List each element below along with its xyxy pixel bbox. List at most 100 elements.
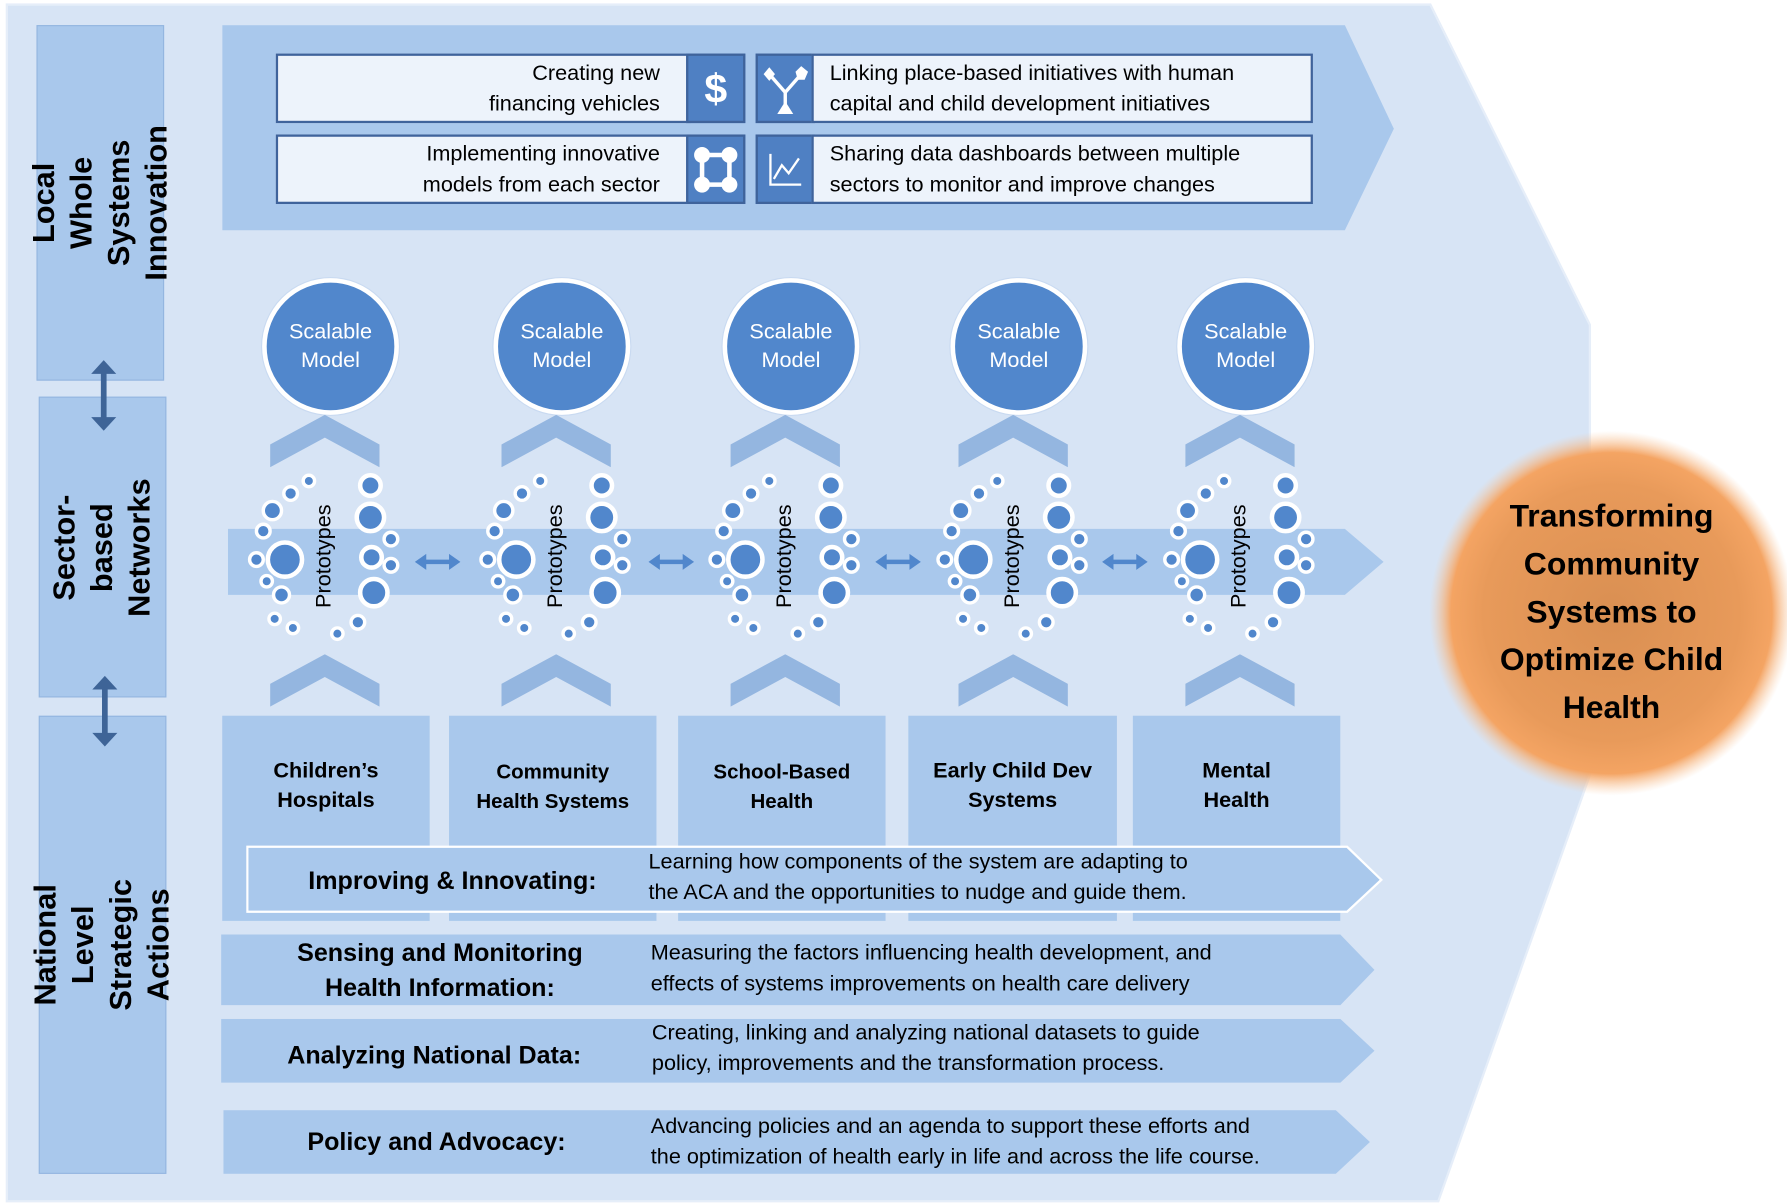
- prototype-dot: [721, 499, 744, 522]
- innovation-linking: Linking place-based initiatives with hum…: [811, 53, 1313, 124]
- action-desc-analyzing: Creating, linking and analyzing national…: [651, 1021, 1200, 1076]
- prototype-dot: [1273, 472, 1299, 499]
- scalable-model-circle: Scalable Model: [1177, 278, 1315, 415]
- prototype-dot: [1245, 626, 1260, 642]
- local-systems-band: [36, 25, 165, 381]
- prototype-dot: [1070, 556, 1088, 574]
- prototype-dot: [973, 620, 989, 636]
- prototype-dot: [761, 473, 777, 489]
- prototype-dot: [532, 473, 548, 489]
- prototype-dot: [725, 540, 765, 579]
- prototype-dot: [1180, 540, 1220, 579]
- up-chevron-icon: [501, 414, 611, 468]
- prototype-dots: [1163, 472, 1315, 642]
- prototype-dot: [1163, 551, 1181, 569]
- prototype-dot: [842, 530, 860, 548]
- prototype-dot: [357, 472, 383, 499]
- prototype-dot: [329, 626, 345, 642]
- prototype-dot: [486, 522, 504, 540]
- updown-arrow-icon: [91, 360, 117, 431]
- up-chevron-icon: [1185, 654, 1295, 707]
- prototype-dot: [589, 472, 615, 499]
- prototype-dot: [727, 611, 743, 627]
- prototype-dot: [1297, 530, 1315, 548]
- up-chevron-icon: [270, 654, 380, 707]
- innovation-dashboards: Sharing data dashboards between multiple…: [811, 134, 1313, 205]
- up-chevron-icon: [730, 414, 840, 468]
- prototype-dot: [819, 544, 845, 570]
- prototype-dot: [1197, 484, 1215, 503]
- up-chevron-icon: [501, 654, 611, 707]
- innovation-models: Implementing innovative models from each…: [275, 134, 691, 205]
- prototype-dot: [1297, 556, 1315, 574]
- outcome-circle: [1429, 430, 1787, 796]
- prototype-dot: [1186, 585, 1207, 605]
- prototypes-label: Prototypes: [772, 504, 797, 608]
- prototype-dot: [492, 499, 515, 522]
- leftright-arrow-icon: [1102, 553, 1148, 570]
- prototype-dot: [943, 522, 961, 540]
- prototype-dot: [271, 585, 292, 605]
- action-arrow-sensing: [221, 934, 1375, 1006]
- cycle-icon: [686, 134, 746, 205]
- prototype-dot: [267, 611, 283, 627]
- prototype-dot: [715, 522, 733, 540]
- prototype-dot: [955, 611, 971, 627]
- up-chevron-icon: [958, 654, 1068, 707]
- prototypes-label: Prototypes: [1000, 504, 1025, 608]
- prototype-dot: [936, 551, 954, 569]
- updown-arrow-icon: [92, 675, 118, 747]
- prototype-dots: [936, 472, 1088, 642]
- action-desc-improving: Learning how components of the system ar…: [648, 850, 1188, 905]
- prototypes-label: Prototypes: [543, 504, 568, 608]
- prototype-dot: [1273, 576, 1305, 609]
- line-chart-icon: [755, 134, 815, 205]
- prototype-dot: [1182, 611, 1198, 627]
- prototype-dot: [949, 499, 972, 522]
- prototype-dot: [1046, 472, 1072, 499]
- action-arrow-analyzing: [221, 1018, 1375, 1083]
- up-chevron-icon: [1185, 414, 1295, 468]
- prototype-dot: [1174, 573, 1190, 589]
- prototype-dot: [580, 613, 598, 631]
- prototype-dot: [1274, 544, 1300, 570]
- prototype-dot: [479, 551, 497, 569]
- action-desc-sensing: Measuring the factors influencing health…: [650, 941, 1212, 997]
- prototype-dot: [285, 620, 301, 636]
- prototype-dot: [349, 613, 367, 631]
- prototype-dot: [1216, 473, 1232, 489]
- action-title-analyzing: Analyzing National Data:: [287, 1039, 582, 1069]
- action-title-policy: Policy and Advocacy:: [307, 1126, 566, 1156]
- prototype-dot: [561, 626, 577, 642]
- prototype-dot: [814, 501, 847, 534]
- prototypes-label: Prototypes: [1227, 504, 1252, 608]
- up-chevron-icon: [270, 414, 380, 468]
- prototype-dot: [490, 573, 506, 589]
- prototype-dot: [1269, 501, 1302, 534]
- action-arrow-policy: [223, 1110, 1370, 1174]
- sector-networks-label: Sector-based Networks: [47, 477, 157, 617]
- prototype-dot: [809, 613, 827, 631]
- prototype-dot: [1018, 626, 1034, 642]
- prototype-dot: [613, 556, 631, 574]
- prototype-dot: [1047, 544, 1073, 570]
- prototype-dot: [947, 573, 963, 589]
- prototype-dot: [516, 620, 532, 636]
- prototype-dot: [745, 620, 761, 636]
- leftright-arrow-icon: [414, 553, 461, 570]
- scalable-model-circle: Scalable Model: [722, 278, 860, 415]
- prototype-dot: [953, 540, 993, 579]
- dollar-icon: $: [686, 53, 746, 124]
- prototype-dot: [354, 501, 387, 534]
- prototype-dot: [1169, 522, 1187, 540]
- prototype-dot: [254, 522, 272, 540]
- leftright-arrow-icon: [648, 553, 695, 570]
- prototype-dot: [1046, 576, 1079, 609]
- prototype-dot: [282, 484, 300, 503]
- prototype-dot: [259, 573, 275, 589]
- national-actions-label: National Level Strategic Actions: [28, 878, 176, 1011]
- scalable-model-circle: Scalable Model: [262, 278, 399, 415]
- prototype-dot: [359, 544, 385, 570]
- prototype-dot: [842, 556, 860, 574]
- scalable-model-circle: Scalable Model: [493, 278, 631, 415]
